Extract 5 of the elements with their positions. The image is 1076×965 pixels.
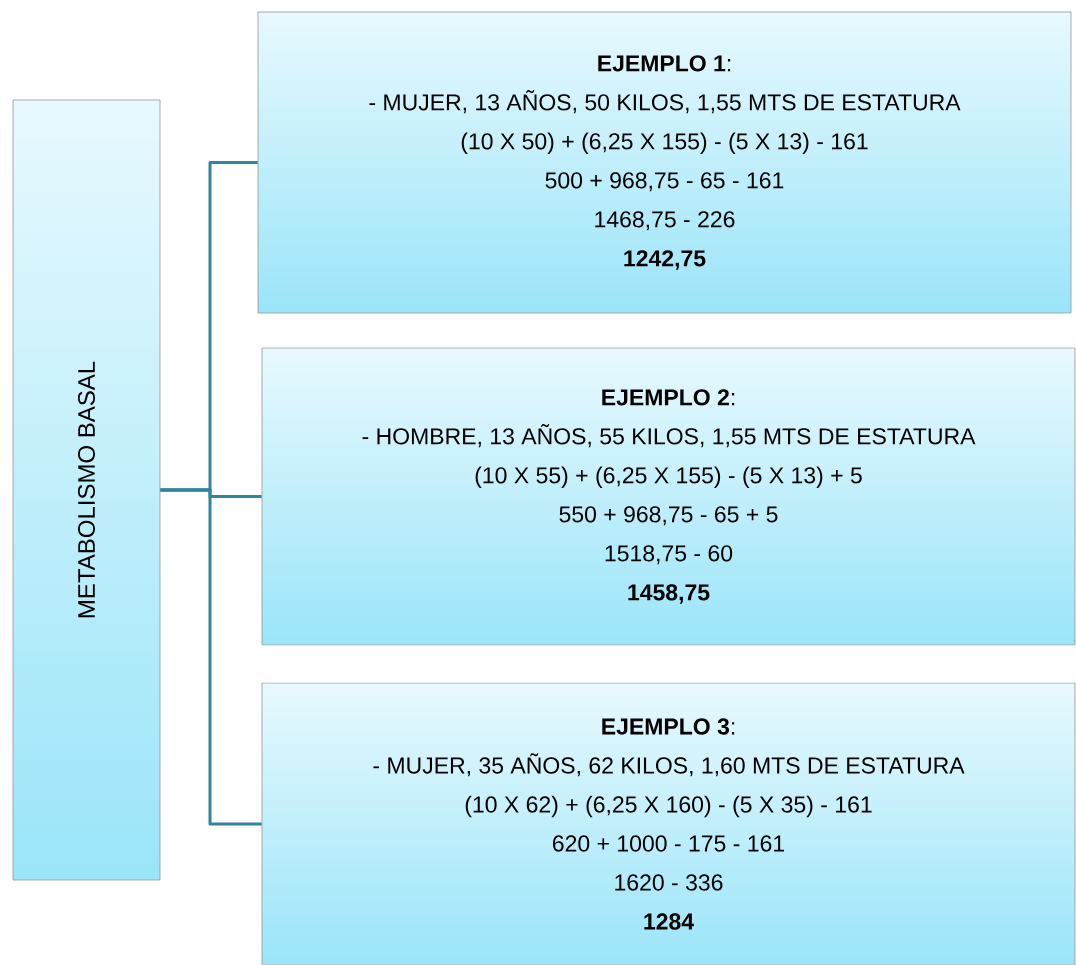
connector-line [160, 488, 262, 826]
title-box: METABOLISMO BASAL [12, 99, 161, 881]
example-box: EJEMPLO 1: - MUJER, 13 AÑOS, 50 KILOS, 1,55 MTS DE ESTATURA (10 X 50) + (6,25 X 155) - (5 X 13) - 161 500 + 968,75 - 65 - 161 1468,75 - 226 1242,75 [257, 11, 1072, 314]
example-box: EJEMPLO 2: - HOMBRE, 13 AÑOS, 55 KILOS, 1,55 MTS DE ESTATURA (10 X 55) + (6,25 X 155) - (5 X 13) + 5 550 + 968,75 - 65 + 5 1518,75 - 60 1458,75 [261, 347, 1076, 646]
example-box: EJEMPLO 3: - MUJER, 35 AÑOS, 62 KILOS, 1,60 MTS DE ESTATURA (10 X 62) + (6,25 X 160) - (5 X 35) - 161 620 + 1000 - 175 - 161 1620 - 336 1284 [261, 682, 1076, 965]
